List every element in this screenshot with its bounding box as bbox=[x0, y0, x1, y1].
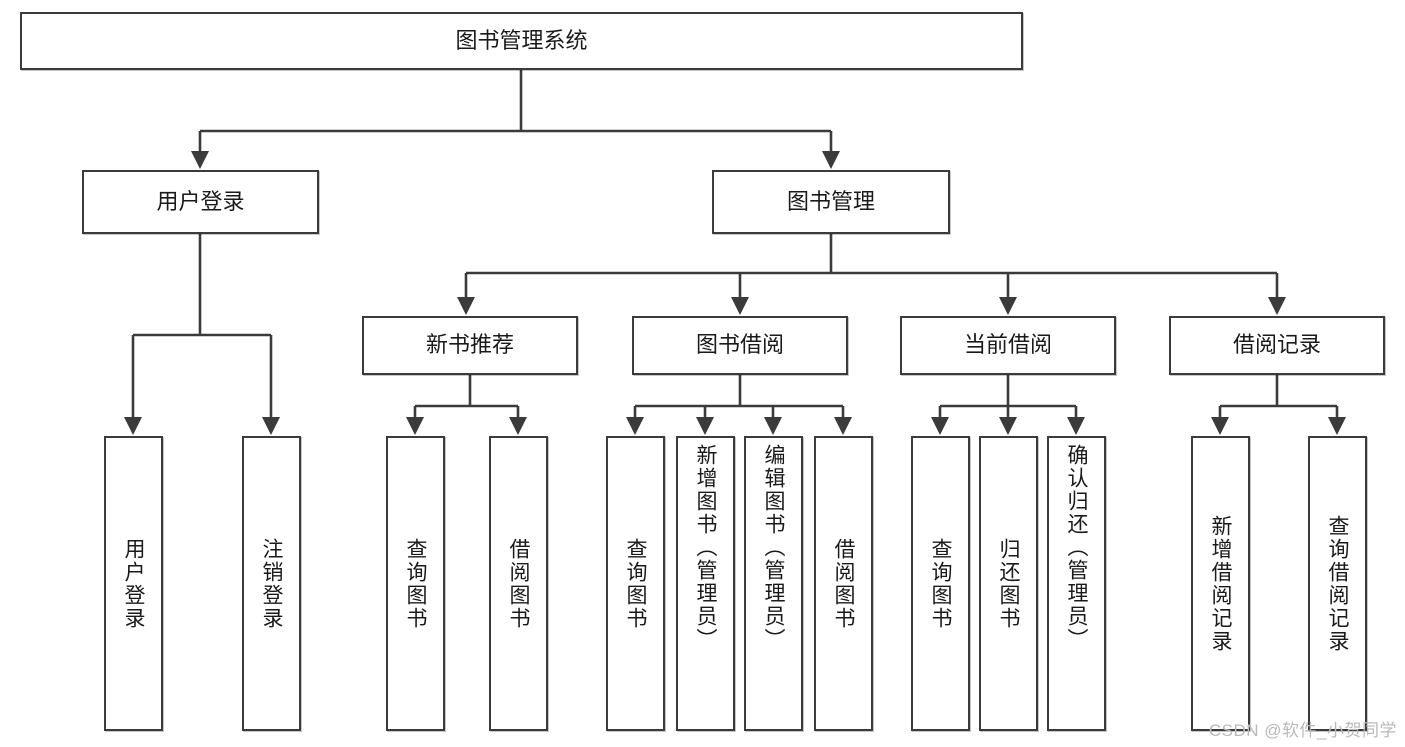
node-label: 用户登录 bbox=[122, 537, 145, 630]
node-root-system[interactable]: 图书管理系统 bbox=[20, 12, 1023, 70]
leaf-user-login[interactable]: 用户登录 bbox=[104, 436, 163, 731]
node-label: 新书推荐 bbox=[425, 332, 514, 358]
node-label: 图书管理 bbox=[786, 188, 875, 214]
node-label: 借阅记录 bbox=[1232, 332, 1321, 358]
leaf-borrow-book[interactable]: 借阅图书 bbox=[814, 436, 873, 731]
node-label: 编辑图书（管理员） bbox=[762, 444, 785, 651]
node-label: 查询借阅记录 bbox=[1326, 514, 1349, 653]
leaf-borrow-book-recommend[interactable]: 借阅图书 bbox=[489, 436, 548, 731]
node-label: 归还图书 bbox=[997, 537, 1020, 630]
node-borrow-record[interactable]: 借阅记录 bbox=[1169, 316, 1385, 375]
node-user-login[interactable]: 用户登录 bbox=[82, 170, 319, 234]
node-label: 确认归还（管理员） bbox=[1065, 444, 1088, 651]
node-label: 新增图书（管理员） bbox=[694, 444, 717, 651]
node-new-book-recommend[interactable]: 新书推荐 bbox=[362, 316, 578, 375]
node-label: 用户登录 bbox=[156, 188, 245, 214]
leaf-add-borrow-record[interactable]: 新增借阅记录 bbox=[1191, 436, 1250, 731]
node-book-borrow[interactable]: 图书借阅 bbox=[632, 316, 848, 375]
node-label: 查询图书 bbox=[624, 537, 647, 630]
node-label: 查询图书 bbox=[404, 537, 427, 630]
leaf-edit-book-admin[interactable]: 编辑图书（管理员） bbox=[744, 436, 803, 731]
leaf-return-book[interactable]: 归还图书 bbox=[979, 436, 1038, 731]
leaf-logout-login[interactable]: 注销登录 bbox=[242, 436, 301, 731]
node-label: 图书管理系统 bbox=[455, 27, 588, 53]
leaf-confirm-return-admin[interactable]: 确认归还（管理员） bbox=[1047, 436, 1106, 731]
node-label: 借阅图书 bbox=[832, 537, 855, 630]
node-label: 注销登录 bbox=[260, 537, 283, 630]
leaf-add-book-admin[interactable]: 新增图书（管理员） bbox=[676, 436, 735, 731]
leaf-query-book-current[interactable]: 查询图书 bbox=[911, 436, 970, 731]
node-label: 图书借阅 bbox=[695, 332, 784, 358]
leaf-query-borrow-record[interactable]: 查询借阅记录 bbox=[1308, 436, 1367, 731]
leaf-query-book-recommend[interactable]: 查询图书 bbox=[386, 436, 445, 731]
node-current-borrow[interactable]: 当前借阅 bbox=[900, 316, 1116, 375]
node-label: 新增借阅记录 bbox=[1209, 514, 1232, 653]
node-label: 借阅图书 bbox=[507, 537, 530, 630]
node-label: 查询图书 bbox=[929, 537, 952, 630]
leaf-query-book-borrow[interactable]: 查询图书 bbox=[606, 436, 665, 731]
watermark-text: CSDN @软件_小贺同学 bbox=[1208, 721, 1397, 740]
node-book-management[interactable]: 图书管理 bbox=[712, 170, 950, 234]
node-label: 当前借阅 bbox=[963, 332, 1052, 358]
